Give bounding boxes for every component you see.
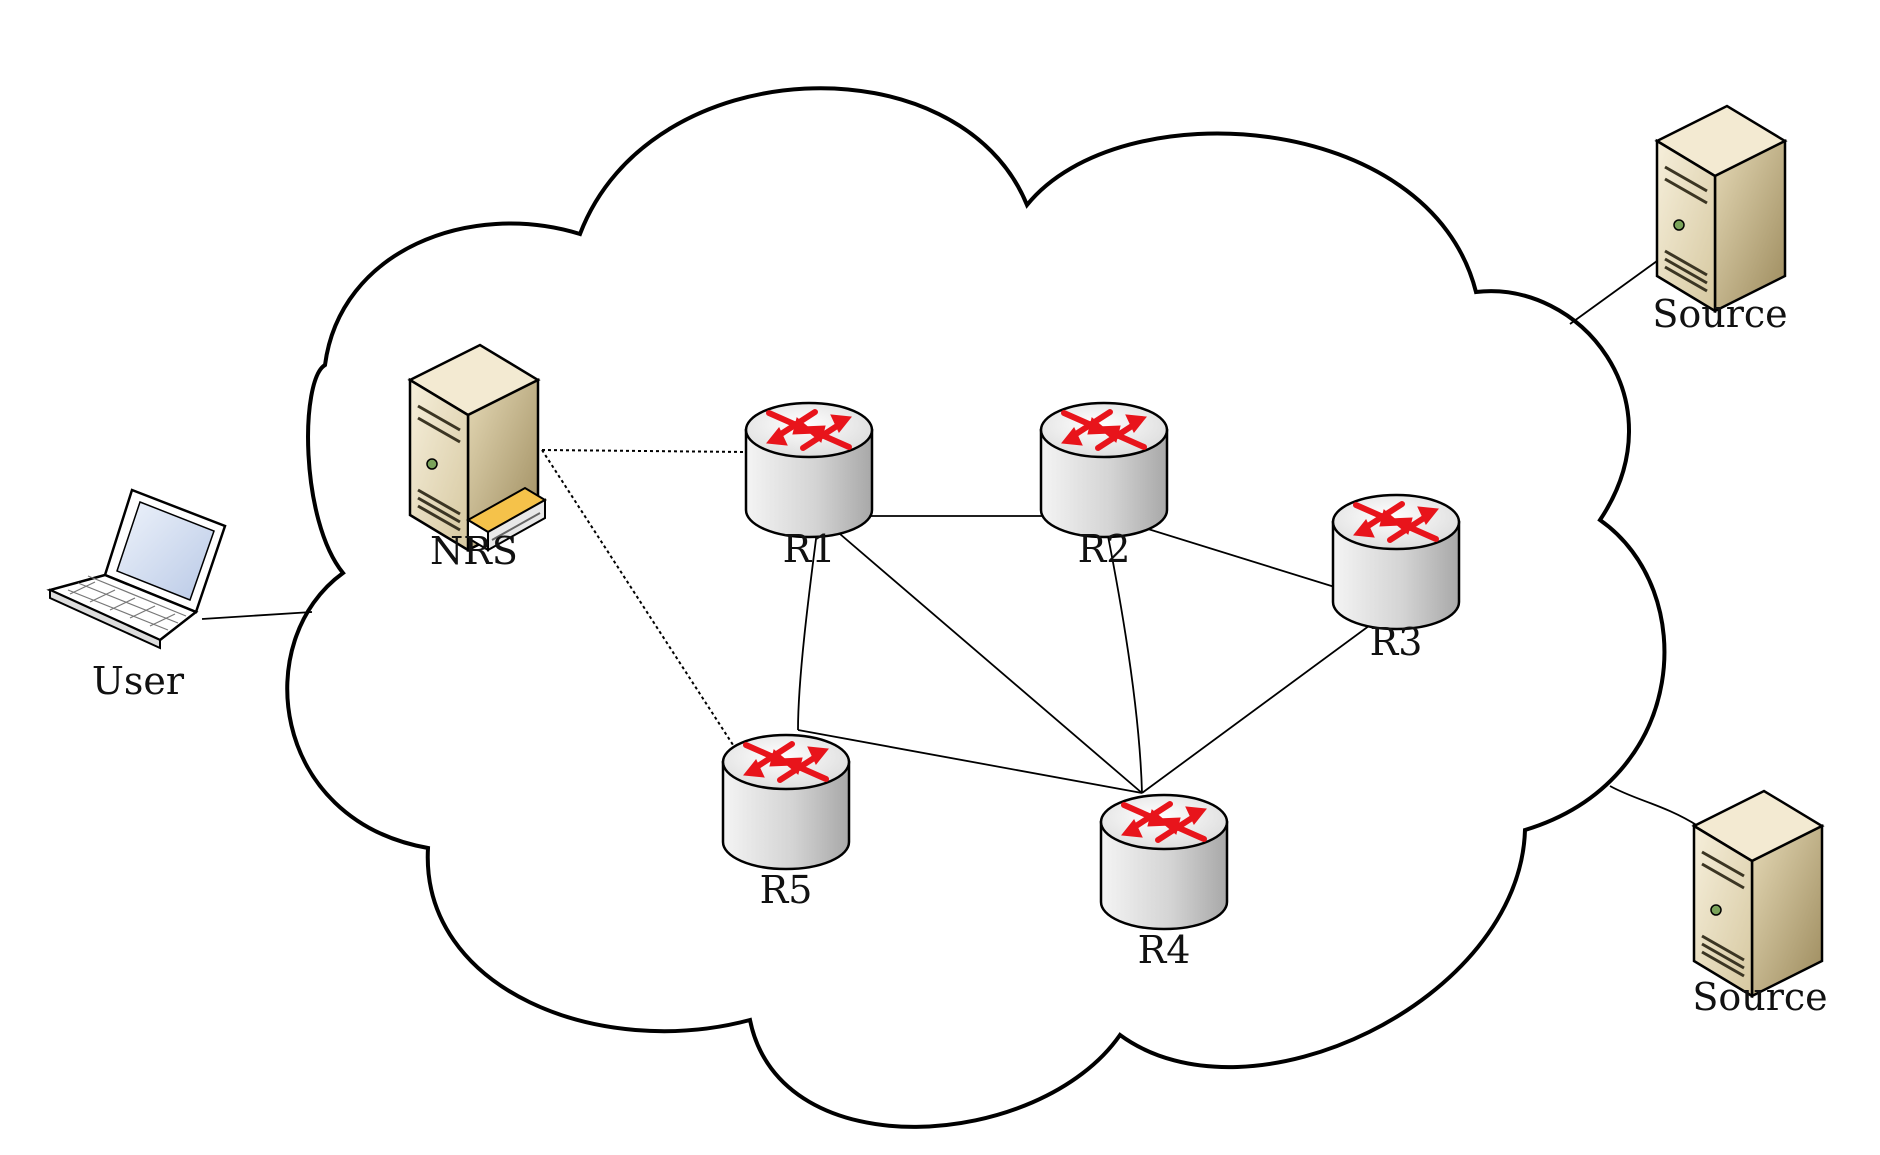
link-source-top-cloud xyxy=(1569,260,1658,325)
source-bottom-server-icon[interactable] xyxy=(1692,789,1824,998)
source-top-label: Source xyxy=(1652,292,1787,336)
router-r5-icon[interactable] xyxy=(723,735,849,869)
link-nrs-r1 xyxy=(541,449,747,453)
router-r1-icon[interactable] xyxy=(746,403,872,537)
link-source-bottom-cloud xyxy=(1609,785,1699,827)
router-r2-label: R2 xyxy=(1078,527,1131,571)
router-r1-label: R1 xyxy=(783,527,836,571)
link-nrs-r5 xyxy=(541,449,736,749)
router-r4-icon[interactable] xyxy=(1101,795,1227,929)
nrs-label: NRS xyxy=(430,529,518,573)
link-r3-r4 xyxy=(1141,605,1397,794)
router-r3-label: R3 xyxy=(1370,620,1423,664)
nrs-server-icon[interactable] xyxy=(408,343,547,552)
network-cloud xyxy=(285,86,1667,1129)
link-user-cloud xyxy=(201,611,313,620)
user-laptop-icon[interactable] xyxy=(46,488,227,650)
link-r1-r5 xyxy=(797,515,820,731)
nrs-drive-icon xyxy=(466,486,547,552)
router-r2-icon[interactable] xyxy=(1041,403,1167,537)
router-r4-label: R4 xyxy=(1138,928,1191,972)
link-r1-r4 xyxy=(818,515,1143,794)
link-r2-r4 xyxy=(1103,515,1143,794)
router-r3-icon[interactable] xyxy=(1333,495,1459,629)
source-bottom-label: Source xyxy=(1692,975,1827,1019)
source-top-server-icon[interactable] xyxy=(1655,104,1787,313)
router-r5-label: R5 xyxy=(760,868,813,912)
user-label: User xyxy=(92,659,185,703)
link-r5-r4 xyxy=(797,729,1143,794)
